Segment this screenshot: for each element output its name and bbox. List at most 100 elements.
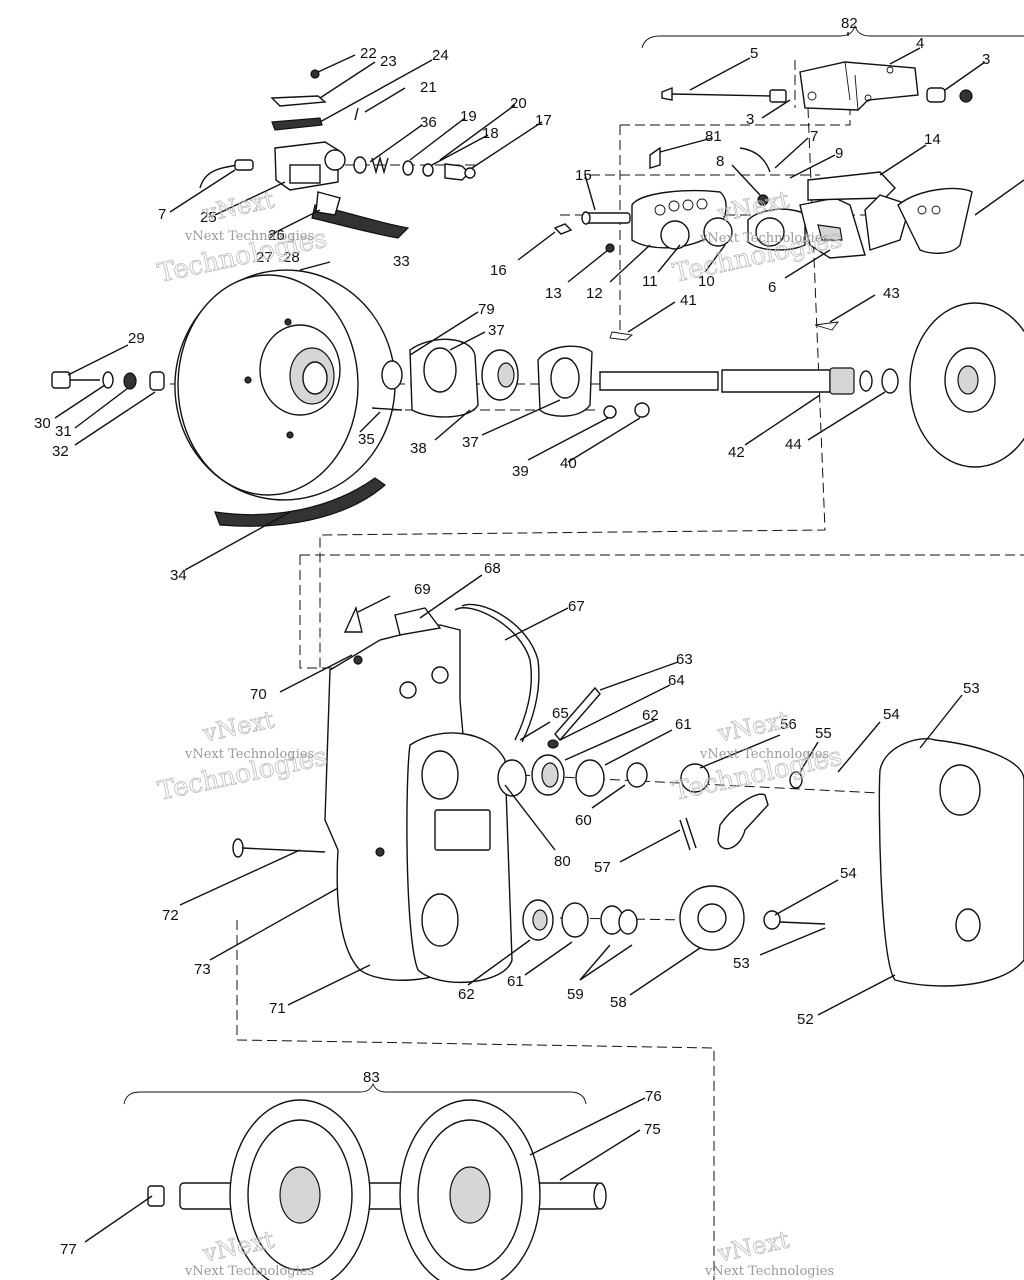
svg-text:vNext Technologies: vNext Technologies	[699, 747, 829, 762]
callout-37: 37	[462, 434, 479, 451]
callout-72: 72	[162, 907, 179, 924]
callout-65: 65	[552, 705, 569, 722]
callout-35: 35	[358, 431, 375, 448]
callout-32: 32	[52, 443, 69, 460]
bearings-and-seals	[497, 686, 648, 941]
spring-washer-stack	[353, 107, 476, 181]
callout-56: 56	[780, 716, 797, 733]
assembly-bracket-83	[123, 1082, 587, 1105]
callout-38: 38	[410, 440, 427, 457]
callout-16: 16	[490, 262, 507, 279]
svg-text:vNext: vNext	[714, 705, 792, 748]
callout-62: 62	[458, 986, 475, 1003]
callout-53: 53	[733, 955, 750, 972]
callout-25: 25	[200, 209, 217, 226]
callout-17: 17	[535, 112, 552, 129]
callout-3: 3	[982, 51, 990, 68]
callout-12: 12	[586, 285, 603, 302]
shaft-spacers	[371, 338, 650, 419]
callout-54: 54	[840, 865, 857, 882]
callout-39: 39	[512, 463, 529, 480]
callout-24: 24	[432, 47, 449, 64]
callout-6: 6	[768, 279, 776, 296]
callout-69: 69	[414, 581, 431, 598]
callout-19: 19	[460, 108, 477, 125]
callout-22: 22	[360, 45, 377, 62]
callout-79: 79	[478, 301, 495, 318]
callout-68: 68	[484, 560, 501, 577]
callout-58: 58	[610, 994, 627, 1011]
callout-36: 36	[420, 114, 437, 131]
callout-34: 34	[170, 567, 187, 584]
callout-27: 27	[256, 249, 273, 266]
callout-29: 29	[128, 330, 145, 347]
callout-7: 7	[810, 128, 818, 145]
svg-text:vNext: vNext	[199, 705, 277, 748]
brake-disc-33	[174, 269, 396, 501]
callout-77: 77	[60, 1241, 77, 1258]
callout-81: 81	[705, 128, 722, 145]
callout-33: 33	[393, 253, 410, 270]
mounting-bracket-4	[799, 61, 919, 111]
sprockets-and-chain	[679, 763, 826, 951]
callout-70: 70	[250, 686, 267, 703]
nut-3	[926, 87, 973, 103]
assembly-bracket-82	[641, 24, 1024, 49]
vent-hose-67	[454, 603, 540, 743]
chain-case-cover-71	[324, 605, 513, 983]
callout-7: 7	[158, 206, 166, 223]
pad-carrier-right	[897, 179, 1024, 254]
callout-41: 41	[680, 292, 697, 309]
svg-text:vNext Technologies: vNext Technologies	[184, 1264, 314, 1279]
callout-64: 64	[668, 672, 685, 689]
callout-8: 8	[716, 153, 724, 170]
callout-83: 83	[363, 1069, 380, 1086]
callout-82: 82	[841, 15, 858, 32]
callout-4: 4	[916, 35, 924, 52]
callout-21: 21	[420, 79, 437, 96]
callout-57: 57	[594, 859, 611, 876]
callout-75: 75	[644, 1121, 661, 1138]
leader-lines	[54, 32, 986, 1243]
callout-18: 18	[482, 125, 499, 142]
brake-line-fitting	[199, 159, 254, 189]
svg-text:vNext Technologies: vNext Technologies	[699, 231, 829, 246]
long-bolt-5	[661, 86, 787, 103]
callout-37: 37	[488, 322, 505, 339]
callout-59: 59	[567, 986, 584, 1003]
callout-43: 43	[883, 285, 900, 302]
callout-73: 73	[194, 961, 211, 978]
callout-80: 80	[554, 853, 571, 870]
pin-15	[581, 211, 631, 225]
brake-pad-shoe-34	[214, 477, 386, 527]
callout-13: 13	[545, 285, 562, 302]
drive-sprocket-76-right	[399, 1099, 541, 1280]
grease-fittings	[553, 146, 771, 253]
callout-54: 54	[883, 706, 900, 723]
callout-52: 52	[797, 1011, 814, 1028]
callout-14: 14	[924, 131, 941, 148]
bolt-72	[232, 838, 326, 858]
callout-55: 55	[815, 725, 832, 742]
svg-text:vNext Technologies: vNext Technologies	[184, 747, 314, 762]
callout-42: 42	[728, 444, 745, 461]
callout-60: 60	[575, 812, 592, 829]
caliper-plate-12	[631, 189, 733, 250]
drive-sprocket-76-left	[229, 1099, 371, 1280]
brake-pads-6	[747, 197, 866, 259]
callout-63: 63	[676, 651, 693, 668]
watermark-bottom-right: vNext vNext Technologies	[704, 1225, 834, 1279]
callout-10: 10	[698, 273, 715, 290]
svg-text:vNext Technologies: vNext Technologies	[184, 229, 314, 244]
brake-caliper-body	[270, 69, 346, 191]
chain-case-outer-cover-52	[878, 738, 1024, 987]
svg-text:vNext: vNext	[714, 1225, 792, 1268]
callout-26: 26	[268, 227, 285, 244]
callout-61: 61	[507, 973, 524, 990]
callout-9: 9	[835, 145, 843, 162]
drive-sprocket-disc	[909, 302, 1024, 468]
callout-67: 67	[568, 598, 585, 615]
callout-3: 3	[746, 111, 754, 128]
